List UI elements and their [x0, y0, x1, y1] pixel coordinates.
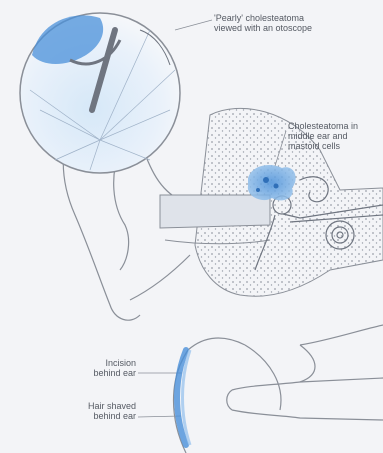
otoscope-view [20, 13, 180, 173]
cholesteatoma-blob [248, 165, 296, 200]
behind-ear-view [174, 325, 383, 453]
label-hair-shaved: Hair shaved behind ear [56, 401, 136, 421]
label-incision: Incision behind ear [56, 358, 136, 378]
label-middle-ear-cholesteatoma: Cholesteatoma in middle ear and mastoid … [288, 121, 383, 151]
label-pearly-cholesteatoma: 'Pearly' cholesteatoma viewed with an ot… [214, 13, 374, 33]
